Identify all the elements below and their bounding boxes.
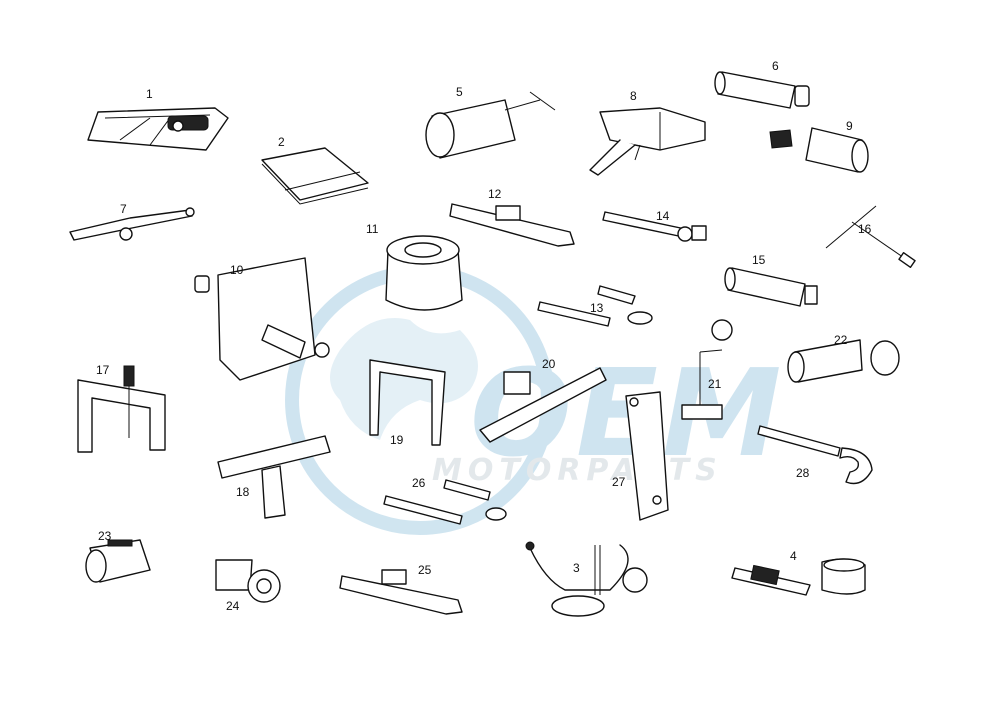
- part-23[interactable]: [85, 539, 151, 583]
- part-9[interactable]: [769, 127, 869, 173]
- part-21[interactable]: [681, 319, 733, 420]
- callout-7: 7: [120, 202, 127, 216]
- bar-icon: [479, 367, 607, 443]
- pin-icon: [383, 495, 463, 525]
- part-19[interactable]: [369, 359, 446, 446]
- part-7[interactable]: [69, 207, 195, 241]
- callout-6: 6: [772, 59, 779, 73]
- part-14[interactable]: [602, 211, 707, 242]
- callout-17: 17: [96, 363, 110, 377]
- callout-15: 15: [752, 253, 766, 267]
- callout-5: 5: [456, 85, 463, 99]
- part-16[interactable]: [825, 205, 916, 268]
- manual-icon: [261, 147, 369, 201]
- ring-icon: [385, 249, 463, 311]
- part-3[interactable]: [525, 541, 648, 617]
- part-22[interactable]: [787, 339, 900, 383]
- puller-icon: [77, 379, 166, 453]
- part-13[interactable]: [537, 285, 653, 327]
- spanner-icon: [757, 425, 841, 457]
- callout-10: 10: [230, 263, 244, 277]
- part-1[interactable]: [87, 107, 229, 151]
- callout-11: 11: [366, 222, 379, 236]
- sleeve-icon: [794, 339, 863, 383]
- callout-12: 12: [488, 187, 502, 201]
- sleeve-icon: [717, 71, 796, 109]
- callout-1: 1: [146, 87, 153, 101]
- hand-pump-icon: [599, 107, 706, 151]
- part-5[interactable]: [425, 91, 556, 159]
- t-wrench-icon: [825, 205, 911, 263]
- callout-13: 13: [590, 301, 604, 315]
- callout-22: 22: [834, 333, 848, 347]
- plate-icon: [625, 391, 669, 521]
- part-2[interactable]: [261, 147, 369, 205]
- callout-4: 4: [790, 549, 797, 563]
- part-26[interactable]: [383, 479, 507, 525]
- callout-20: 20: [542, 357, 556, 371]
- part-25[interactable]: [339, 569, 463, 615]
- bar-icon: [339, 575, 463, 615]
- part-8[interactable]: [589, 107, 706, 176]
- bar-icon: [449, 203, 575, 247]
- bracket-icon: [369, 359, 446, 446]
- callout-2: 2: [278, 135, 285, 149]
- part-6[interactable]: [714, 71, 810, 109]
- sleeve-icon: [727, 267, 806, 307]
- callout-27: 27: [612, 475, 626, 489]
- callout-14: 14: [656, 209, 670, 223]
- part-24[interactable]: [215, 559, 281, 603]
- gauge-icon: [681, 404, 723, 420]
- watermark-tagline: MOTORPARTS: [432, 453, 723, 488]
- callout-19: 19: [390, 433, 404, 447]
- part-20[interactable]: [479, 367, 607, 443]
- part-18[interactable]: [217, 435, 331, 519]
- callout-8: 8: [630, 89, 637, 103]
- callout-23: 23: [98, 529, 112, 543]
- callout-25: 25: [418, 563, 432, 577]
- part-10[interactable]: [194, 257, 330, 381]
- callout-3: 3: [573, 561, 580, 575]
- clamp-icon: [529, 544, 629, 591]
- part-12[interactable]: [449, 203, 575, 247]
- callout-21: 21: [708, 377, 722, 391]
- part-4[interactable]: [731, 558, 866, 596]
- part-15[interactable]: [724, 267, 818, 307]
- callout-9: 9: [846, 119, 853, 133]
- callout-28: 28: [796, 466, 810, 480]
- part-17[interactable]: [77, 365, 166, 453]
- pin-icon: [537, 301, 611, 327]
- callout-24: 24: [226, 599, 240, 613]
- part-28[interactable]: [757, 425, 873, 485]
- bar-icon: [217, 435, 331, 479]
- callout-26: 26: [412, 476, 426, 490]
- globe-continents-icon: [330, 318, 478, 440]
- callout-16: 16: [858, 222, 872, 236]
- callout-18: 18: [236, 485, 250, 499]
- spanner-icon: [602, 211, 691, 239]
- part-27[interactable]: [625, 391, 669, 521]
- plate-icon: [215, 559, 253, 591]
- part-11[interactable]: [385, 235, 463, 311]
